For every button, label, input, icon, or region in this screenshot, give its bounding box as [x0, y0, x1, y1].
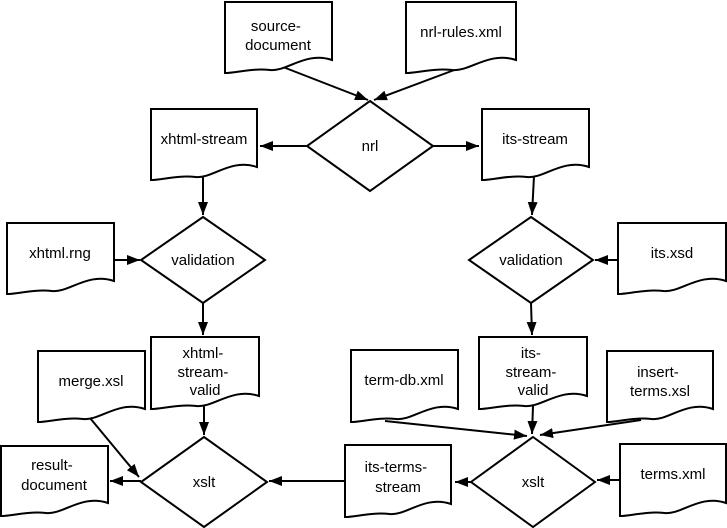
xslt-left-shape	[139, 435, 269, 528]
node-insert-terms-xsl: insert- terms.xsl	[606, 350, 714, 424]
term-db-xml-label: term-db.xml	[364, 372, 443, 389]
validation-right-label: validation	[499, 252, 562, 269]
xslt-right-shape	[469, 435, 597, 528]
node-its-xsd: its.xsd	[617, 222, 727, 296]
validation-left-label: validation	[171, 252, 234, 269]
node-merge-xsl: merge.xsl	[37, 350, 146, 424]
xhtml-stream-valid-label: xhtml- stream- valid	[177, 345, 232, 399]
node-xslt-right: xslt	[469, 435, 597, 528]
node-validation-right: validation	[467, 215, 595, 305]
validation-left-shape	[139, 215, 267, 305]
xslt-right-label: xslt	[522, 474, 545, 491]
nrl-rules-xml-shape	[405, 1, 517, 75]
its-stream-shape	[481, 108, 590, 182]
its-xsd-shape	[617, 222, 727, 296]
node-xhtml-stream: xhtml-stream	[150, 108, 258, 182]
merge-xsl-shape	[37, 350, 146, 424]
term-db-xml-shape	[350, 349, 459, 424]
terms-xml-label: terms.xml	[641, 466, 706, 483]
edges	[89, 62, 642, 487]
edge-its-stream-valid-to-xslt	[527, 405, 538, 435]
source-document-label-line-2: document	[245, 37, 312, 54]
xhtml-rng-shape	[6, 222, 115, 296]
insert-terms-xsl-shape	[606, 350, 714, 424]
node-xhtml-rng: xhtml.rng	[6, 222, 115, 296]
nrl-rules-xml-label: nrl-rules.xml	[420, 24, 502, 41]
xhtml-stream-label: xhtml-stream	[161, 131, 248, 148]
node-xslt-left: xslt	[139, 435, 269, 528]
source-document-shape	[224, 1, 333, 75]
node-its-stream: its-stream	[481, 108, 590, 182]
nrl-label: nrl	[362, 138, 379, 155]
edge-merge-xsl-to-xslt	[89, 417, 140, 478]
xhtml-rng-label: xhtml.rng	[29, 245, 91, 262]
edge-its-stream-to-validation	[527, 175, 538, 216]
source-document-label-line-1: source-	[251, 18, 301, 35]
terms-xml-shape	[619, 443, 727, 518]
its-terms-stream-shape	[344, 444, 452, 519]
nrl-shape	[305, 99, 435, 193]
node-terms-xml: terms.xml	[619, 443, 727, 518]
node-validation-left: validation	[139, 215, 267, 305]
node-its-terms-stream: its-terms- stream	[344, 444, 452, 519]
insert-terms-xsl-label: insert- terms.xsl	[630, 364, 690, 400]
its-stream-valid-shape	[478, 336, 588, 411]
result-document-label: result- document	[21, 457, 88, 494]
source-document-label: source- document	[245, 18, 312, 54]
its-terms-stream-label: its-terms- stream	[365, 459, 432, 496]
edge-source-document-to-nrl	[282, 66, 369, 101]
node-xhtml-stream-valid: xhtml- stream- valid	[150, 336, 260, 411]
node-its-stream-valid: its- stream- valid	[478, 336, 588, 411]
validation-right-shape	[467, 215, 595, 305]
merge-xsl-label: merge.xsl	[58, 373, 123, 390]
its-xsd-label: its.xsd	[651, 245, 694, 262]
its-stream-label: its-stream	[502, 131, 568, 148]
edge-validation-to-its-stream-valid	[526, 302, 537, 336]
result-document-shape	[0, 445, 109, 518]
node-nrl: nrl	[305, 99, 435, 193]
xslt-left-label: xslt	[193, 474, 216, 491]
node-result-document: result- document	[0, 445, 109, 518]
its-stream-valid-label: its- stream- valid	[505, 345, 560, 399]
edge-term-db-to-xslt	[384, 420, 528, 440]
edge-insert-terms-to-xslt	[539, 419, 642, 439]
xhtml-stream-valid-shape	[150, 336, 260, 411]
node-term-db-xml: term-db.xml	[350, 349, 459, 424]
xhtml-stream-shape	[150, 108, 258, 182]
node-nrl-rules-xml: nrl-rules.xml	[405, 1, 517, 75]
node-source-document: source- document	[224, 1, 333, 75]
